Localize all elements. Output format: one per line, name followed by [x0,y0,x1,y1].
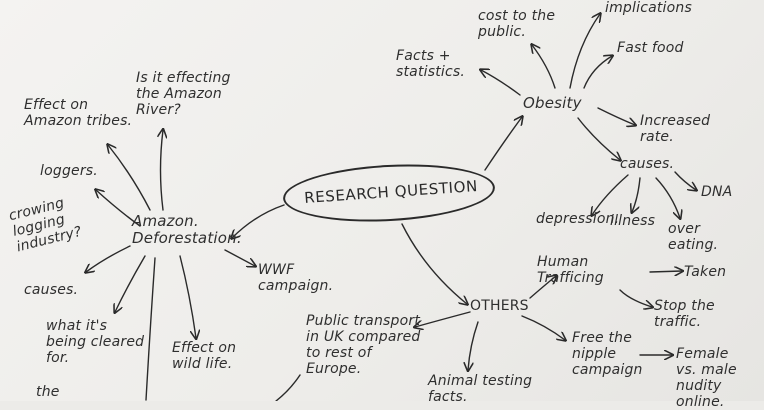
node-facts-statistics: Facts + statistics. [396,48,466,80]
edge-trafficking-taken [649,271,682,272]
edge-others-nipple [521,315,565,340]
node-stop-the-traffic: Stop the traffic. [654,298,715,330]
node-partial-text: the [36,384,60,400]
hub-others: OTHERS [470,298,529,314]
edge-trafficking-stop [619,289,652,307]
edge-obesity-implications [569,14,600,89]
node-effect-on-wildlife: Effect on wild life. [172,340,237,372]
edge-causes-illness [632,177,641,212]
hub-causes: causes. [620,156,675,172]
node-loggers: loggers. [40,163,98,179]
edge-obesity-causes [577,117,620,160]
edge-amazon-down [145,257,156,401]
node-increased-rate: Increased rate. [640,113,711,145]
edge-obesity-facts [481,70,521,96]
edge-causes-dna [674,171,696,190]
connector-lines [0,0,764,401]
node-over-eating: over eating. [668,221,719,253]
node-causes-amazon: causes. [24,282,79,298]
edge-others-trafficking [529,276,556,299]
node-free-the-nipple: Free the nipple campaign [572,330,643,378]
node-public-transport: Public transport in UK compared to rest … [306,313,421,377]
hub-obesity: Obesity [523,94,582,112]
node-taken: Taken [684,264,727,280]
node-fast-food: Fast food [617,40,684,56]
edge-obesity-fastfood [583,56,612,89]
node-animal-testing: Animal testing facts. [428,373,533,405]
edge-amazon-cleared [115,255,146,312]
node-illness: illness [610,213,656,229]
edge-causes-depression [592,174,629,215]
node-wwf-campaign: WWF campaign. [258,262,334,294]
node-implications: implications [605,0,692,16]
node-human-trafficking: Human Trafficing [537,254,604,286]
edge-amazon-loggers [96,190,141,227]
node-amazon-river: Is it effecting the Amazon River? [136,70,231,118]
edge-obesity-increased [597,107,635,125]
edge-center-amazon [232,204,285,238]
node-effect-on-tribes: Effect on Amazon tribes. [24,97,133,129]
node-being-cleared-for: what it's being cleared for. [46,318,145,366]
edge-obesity-cost [532,45,556,89]
node-female-vs-male: Female vs. male nudity online. [676,346,737,410]
hub-amazon-deforestation: Amazon. Deforestation. [132,212,242,247]
edge-amazon-causes [86,245,131,272]
node-cost-to-public: cost to the public. [478,8,556,40]
edge-amazon-river [161,130,164,211]
edge-center-others [401,223,467,304]
edge-amazon-tribes [108,145,151,211]
edge-others-animal [468,321,479,370]
edge-transport-down [275,374,301,401]
node-depression: depression. [536,211,620,227]
edge-center-obesity [484,117,522,171]
edge-amazon-wildlife [179,255,196,338]
node-dna: DNA [701,184,733,200]
edge-others-transport [415,311,471,327]
edge-causes-overeating [655,177,680,218]
edge-amazon-wwf [224,249,255,266]
